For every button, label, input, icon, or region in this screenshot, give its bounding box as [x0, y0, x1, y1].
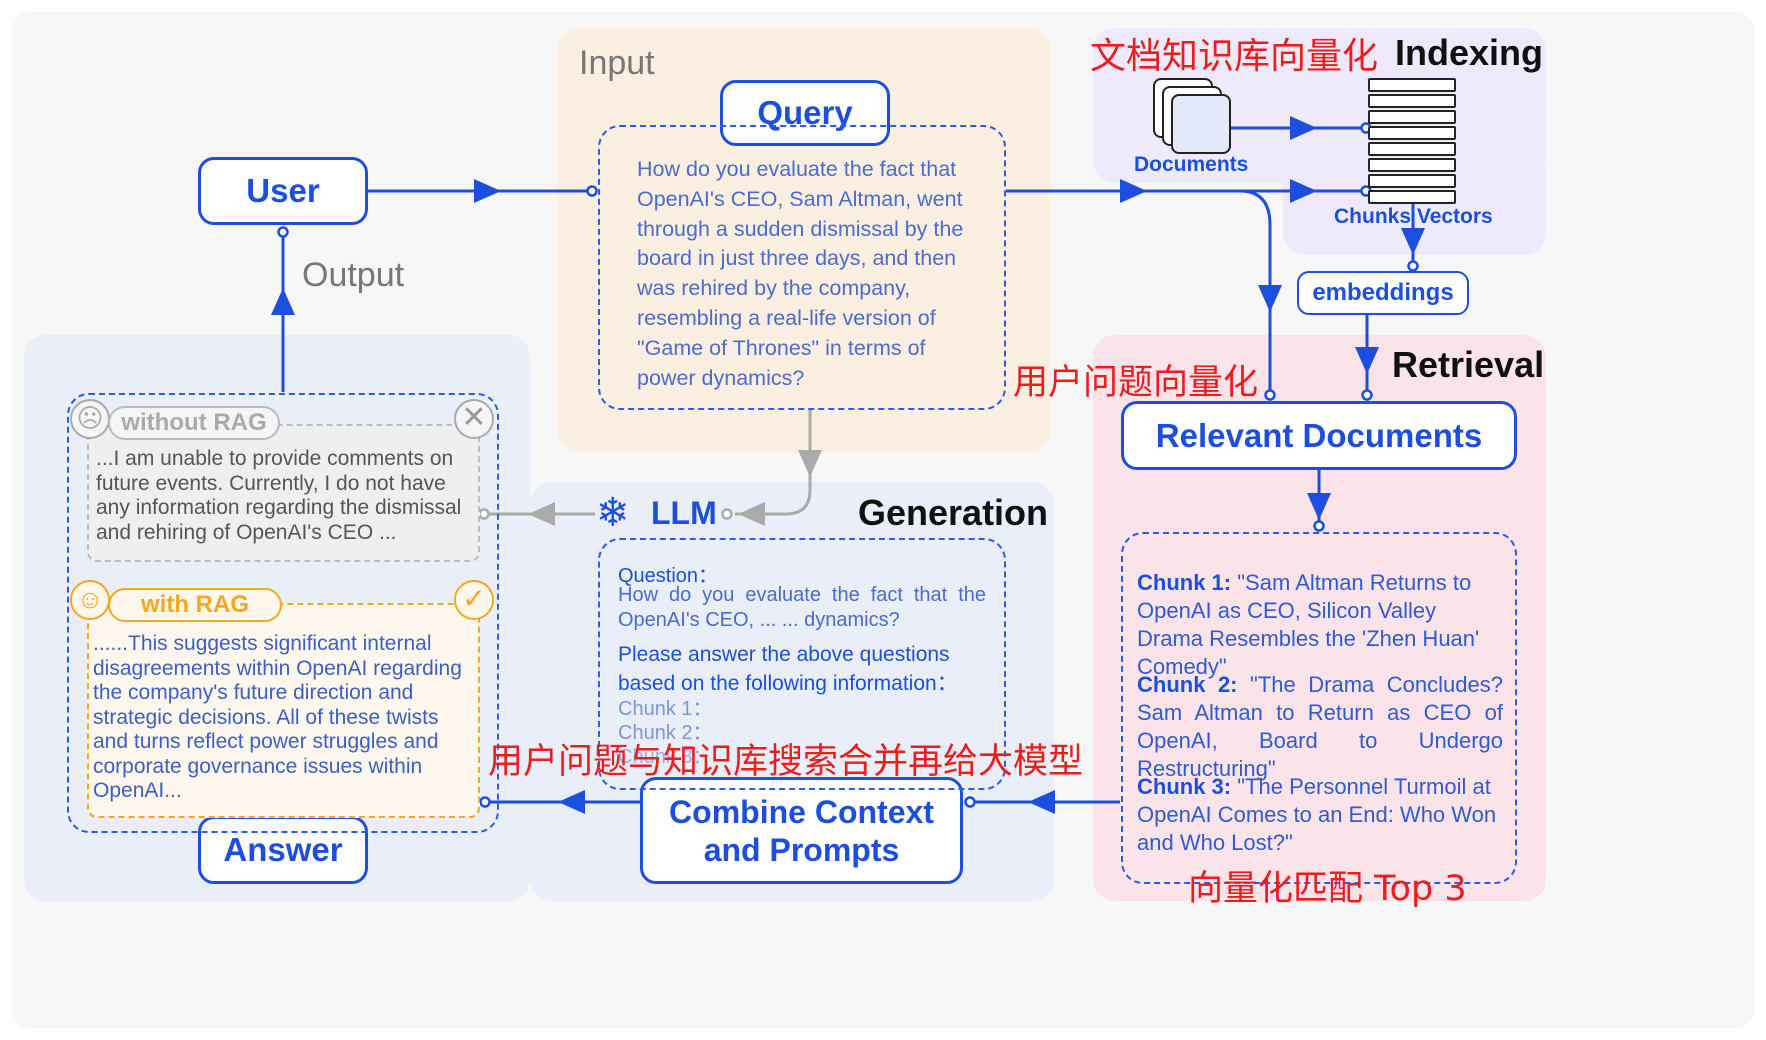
prompt-box	[598, 538, 1006, 790]
annotation-vector-match: 向量化匹配 Top 3	[1188, 869, 1467, 909]
combine-line-2: and Prompts	[703, 831, 900, 868]
prompt-instruction-1: Please answer the above questions	[618, 643, 950, 666]
documents-icon	[1153, 78, 1233, 154]
prompt-chunk-3: Chunk 3：	[618, 746, 713, 768]
with-rag-text: ......This suggests significant internal…	[93, 632, 462, 802]
llm-label: LLM	[651, 495, 717, 531]
check-icon[interactable]: ✓	[454, 580, 494, 620]
retrieval-section-title: Retrieval	[1392, 344, 1545, 385]
indexing-section-title: Indexing	[1395, 32, 1544, 73]
prompt-question-label: Question：	[618, 565, 719, 587]
prompt-chunk-2: Chunk 2：	[618, 722, 713, 744]
chunk-3-label: Chunk 3:	[1137, 774, 1232, 799]
query-node[interactable]: Query	[720, 80, 890, 146]
with-rag-label: with RAG	[108, 588, 282, 622]
retrieved-chunk-2: Chunk 2: "The Drama Concludes? Sam Altma…	[1137, 671, 1503, 783]
with-rag-box	[87, 603, 480, 818]
snowflake-icon: ❄	[596, 491, 630, 535]
sad-face-icon: ☹	[70, 399, 110, 439]
chunk-1-label: Chunk 1:	[1137, 570, 1232, 595]
chunk-2-label: Chunk 2:	[1137, 672, 1238, 697]
annotation-kb-vectorize: 文档知识库向量化	[1090, 36, 1379, 77]
chunks-vectors-label: Chunks Vectors	[1334, 205, 1493, 228]
user-node[interactable]: User	[198, 157, 368, 225]
annotation-question-vectorize: 用户问题向量化	[1013, 363, 1259, 403]
chunk-2-text: "The Drama Concludes? Sam Altman to Retu…	[1137, 672, 1503, 781]
prompt-chunk-1: Chunk 1：	[618, 698, 713, 720]
answer-options-box	[67, 393, 499, 833]
retrieved-chunks-box	[1121, 532, 1517, 884]
query-text-box	[598, 125, 1006, 410]
query-text: How do you evaluate the fact that OpenAI…	[637, 157, 964, 390]
close-icon[interactable]: ✕	[454, 399, 494, 439]
relevant-documents-node[interactable]: Relevant Documents	[1121, 401, 1517, 470]
combine-line-1: Combine Context	[669, 793, 934, 830]
prompt-instruction-2: based on the following information：	[618, 672, 958, 695]
prompt-question-text: How do you evaluate the fact that the Op…	[618, 584, 986, 631]
chunk-3-text: "The Personnel Turmoil at OpenAI Comes t…	[1137, 774, 1497, 855]
without-rag-label: without RAG	[108, 406, 280, 440]
retrieved-chunk-1: Chunk 1: "Sam Altman Returns to OpenAI a…	[1137, 569, 1507, 681]
annotation-merge-to-llm: 用户问题与知识库搜索合并再给大模型	[488, 742, 1084, 782]
retrieved-chunk-3: Chunk 3: "The Personnel Turmoil at OpenA…	[1137, 773, 1507, 857]
chunk-1-text: "Sam Altman Returns to OpenAI as CEO, Si…	[1137, 570, 1480, 679]
embeddings-node[interactable]: embeddings	[1297, 271, 1469, 315]
output-section-title: Output	[302, 256, 405, 294]
smile-face-icon: ☺	[70, 580, 110, 620]
combine-context-node[interactable]: Combine Context and Prompts	[640, 777, 963, 884]
vector-stack-icon	[1368, 78, 1456, 204]
input-section-title: Input	[579, 44, 655, 82]
without-rag-box	[87, 424, 480, 562]
without-rag-text: ...I am unable to provide comments on fu…	[96, 447, 462, 544]
generation-section-title: Generation	[858, 492, 1049, 533]
documents-label: Documents	[1134, 153, 1249, 176]
